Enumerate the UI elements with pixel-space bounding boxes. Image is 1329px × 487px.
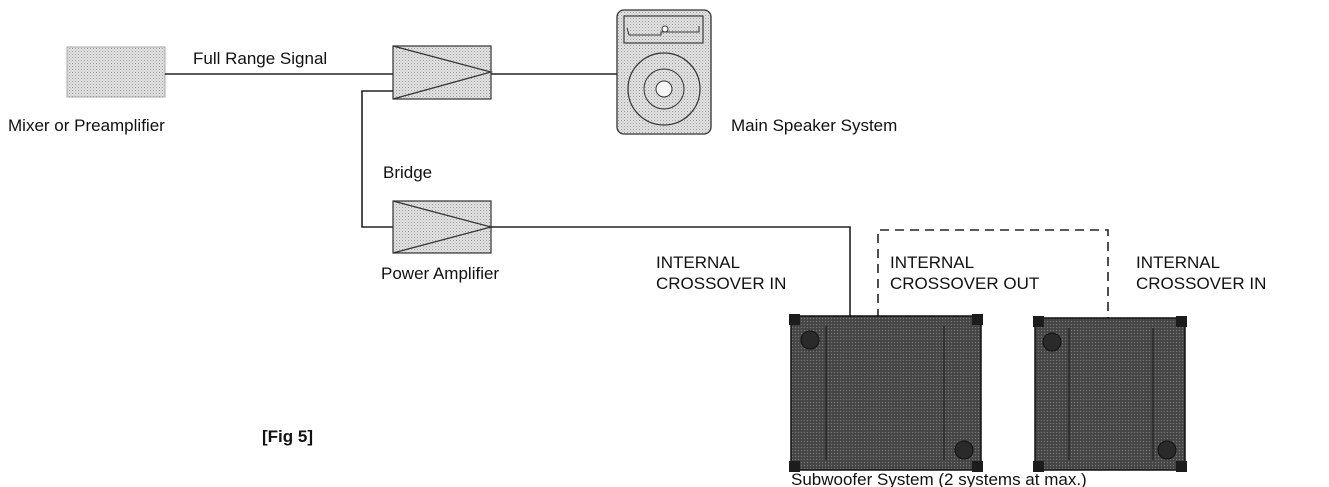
full-range-signal-label: Full Range Signal (193, 49, 327, 68)
bridge-amplifier (392, 45, 494, 100)
internal-label-3: INTERNAL (1136, 253, 1220, 272)
subwoofer-2 (1033, 316, 1187, 472)
internal-label-2: INTERNAL (890, 253, 974, 272)
subwoofer-label: Subwoofer System (2 systems at max.) (791, 470, 1087, 487)
mixer-box (66, 46, 166, 98)
bridge-label: Bridge (383, 163, 432, 182)
power-amplifier (392, 200, 494, 254)
figure-label: [Fig 5] (262, 427, 313, 446)
subwoofer-link-wire (877, 229, 1109, 318)
mixer-label: Mixer or Preamplifier (8, 116, 165, 135)
bridge-wire (361, 90, 393, 228)
internal-label-1: INTERNAL (656, 253, 740, 272)
main-speaker (616, 9, 712, 135)
power-amplifier-label: Power Amplifier (381, 264, 499, 283)
subwoofer-input-wire (491, 226, 851, 318)
subwoofer-1 (789, 314, 983, 472)
crossover-in-label-1: CROSSOVER IN (656, 274, 786, 293)
crossover-in-label-2: CROSSOVER IN (1136, 274, 1266, 293)
main-speaker-label: Main Speaker System (731, 116, 897, 135)
crossover-out-label: CROSSOVER OUT (890, 274, 1039, 293)
